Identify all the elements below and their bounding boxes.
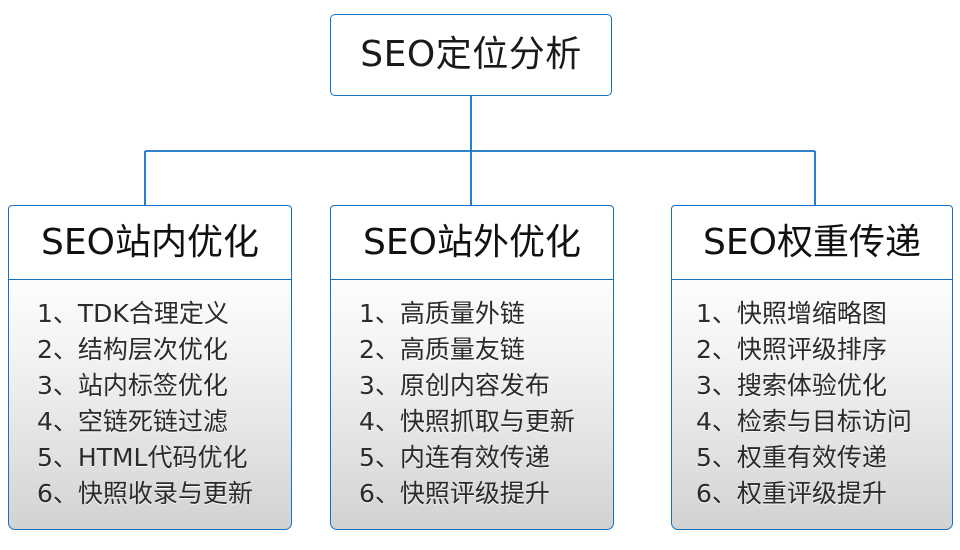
item-list-seo-offsite: 1、高质量外链 2、高质量友链 3、原创内容发布 4、快照抓取与更新 5、内连有…	[331, 296, 613, 512]
branch-body-seo-weight: 1、快照增缩略图 2、快照评级排序 3、搜索体验优化 4、检索与目标访问 5、权…	[671, 279, 953, 531]
branch-header-seo-weight[interactable]: SEO权重传递	[671, 205, 953, 281]
list-item: 4、空链死链过滤	[37, 407, 228, 437]
list-item: 5、内连有效传递	[359, 443, 550, 473]
list-item: 3、搜索体验优化	[696, 371, 887, 401]
item-list-seo-weight: 1、快照增缩略图 2、快照评级排序 3、搜索体验优化 4、检索与目标访问 5、权…	[672, 296, 952, 512]
branch-header-seo-onsite[interactable]: SEO站内优化	[8, 205, 292, 281]
list-item: 3、站内标签优化	[37, 371, 228, 401]
list-item: 1、高质量外链	[359, 299, 525, 329]
list-item: 2、快照评级排序	[696, 335, 887, 365]
list-item: 6、快照收录与更新	[37, 479, 253, 509]
branch-header-label: SEO站内优化	[41, 222, 259, 263]
root-node[interactable]: SEO定位分析	[330, 14, 612, 96]
list-item: 5、HTML代码优化	[37, 443, 248, 473]
list-item: 3、原创内容发布	[359, 371, 550, 401]
root-node-label: SEO定位分析	[360, 34, 582, 75]
branch-seo-weight[interactable]: SEO权重传递 1、快照增缩略图 2、快照评级排序 3、搜索体验优化 4、检索与…	[671, 205, 953, 531]
list-item: 4、快照抓取与更新	[359, 407, 575, 437]
branch-seo-offsite[interactable]: SEO站外优化 1、高质量外链 2、高质量友链 3、原创内容发布 4、快照抓取与…	[330, 205, 614, 531]
item-list-seo-onsite: 1、TDK合理定义 2、结构层次优化 3、站内标签优化 4、空链死链过滤 5、H…	[9, 296, 291, 512]
branch-seo-onsite[interactable]: SEO站内优化 1、TDK合理定义 2、结构层次优化 3、站内标签优化 4、空链…	[8, 205, 292, 531]
branch-body-seo-offsite: 1、高质量外链 2、高质量友链 3、原创内容发布 4、快照抓取与更新 5、内连有…	[330, 279, 614, 531]
branch-header-label: SEO站外优化	[363, 222, 581, 263]
list-item: 2、结构层次优化	[37, 335, 228, 365]
branch-body-seo-onsite: 1、TDK合理定义 2、结构层次优化 3、站内标签优化 4、空链死链过滤 5、H…	[8, 279, 292, 531]
list-item: 2、高质量友链	[359, 335, 525, 365]
list-item: 1、快照增缩略图	[696, 299, 887, 329]
list-item: 1、TDK合理定义	[37, 299, 229, 329]
list-item: 5、权重有效传递	[696, 443, 887, 473]
list-item: 4、检索与目标访问	[696, 407, 912, 437]
list-item: 6、权重评级提升	[696, 479, 887, 509]
branch-header-seo-offsite[interactable]: SEO站外优化	[330, 205, 614, 281]
list-item: 6、快照评级提升	[359, 479, 550, 509]
branch-header-label: SEO权重传递	[703, 222, 921, 263]
